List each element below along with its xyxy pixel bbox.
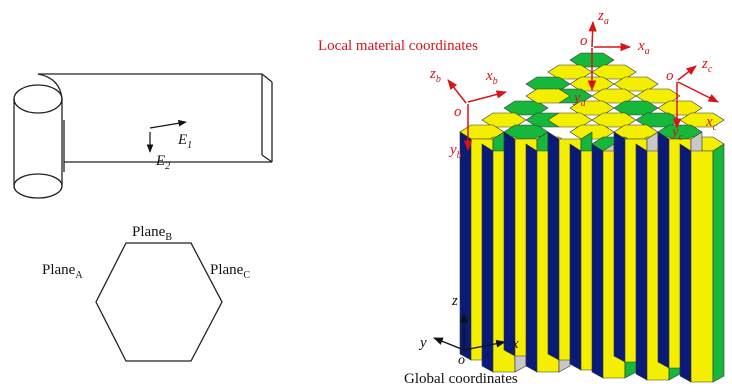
honeycomb-column-side [613,131,626,363]
sheet-top-edge [38,73,273,83]
honeycomb-column-side [525,143,538,373]
xa-label: xa [637,38,650,57]
global-x-arrow [463,339,506,351]
honeycomb-top-cell [525,88,571,104]
xc-axis-arrow [677,81,719,103]
global-origin-label: o [458,353,465,368]
za-label: za [597,8,609,27]
rolled-sheet [13,73,273,199]
global-z-label: z [451,293,458,309]
za-axis-arrow [588,20,597,48]
zc-axis-arrow [677,65,697,81]
plane-b-label: PlaneB [132,224,172,243]
roll-top-ellipse [13,84,63,114]
origin-a-label: o [580,33,588,49]
zb-axis-arrow [447,79,467,104]
origin-b-label: o [454,104,462,120]
e2-label: E2 [155,153,170,172]
honeycomb-column-side [503,131,516,357]
plane-a-label: PlaneA [42,262,83,281]
honeycomb-column-side [635,143,648,381]
xb-axis-arrow [467,90,508,103]
hexagon-cell-outline [95,242,223,362]
honeycomb-column-face [690,150,714,383]
local-frame-a: za xa ya o [572,8,650,109]
zc-label: zc [701,56,713,75]
yb-label: yb [448,142,462,161]
zb-label: zb [429,66,441,85]
ya-label: ya [572,90,586,109]
honeycomb-column-side [591,143,604,379]
global-coordinates-title: Global coordinates [404,371,518,387]
e1-arrow [149,119,187,129]
local-frame-c: zc xc yc o [666,56,719,143]
sheet-right-bottom [261,154,273,163]
global-x-label: x [511,336,519,352]
origin-c-label: o [666,68,674,84]
local-frame-b: zb xb yb o [429,66,508,161]
yc-label: yc [670,124,684,143]
roll-wrap-top [37,73,63,100]
honeycomb-block [459,52,725,383]
honeycomb-column-side [547,131,560,361]
honeycomb-column-side [712,143,725,383]
global-axes: z x y o [418,293,519,368]
e1-label: E1 [177,132,192,151]
honeycomb-column-side [679,143,692,383]
xc-label: xc [705,114,718,133]
plane-c-label: PlaneC [210,262,250,281]
roll-bottom-ellipse [13,173,63,199]
xb-label: xb [485,68,498,87]
honeycomb-column-side [657,131,670,369]
honeycomb-column-side [459,131,472,361]
local-coordinates-title: Local material coordinates [318,38,478,54]
honeycomb-column-side [569,143,582,371]
honeycomb-column-side [481,143,494,373]
global-y-label: y [418,335,427,351]
global-y-arrow [433,337,465,351]
